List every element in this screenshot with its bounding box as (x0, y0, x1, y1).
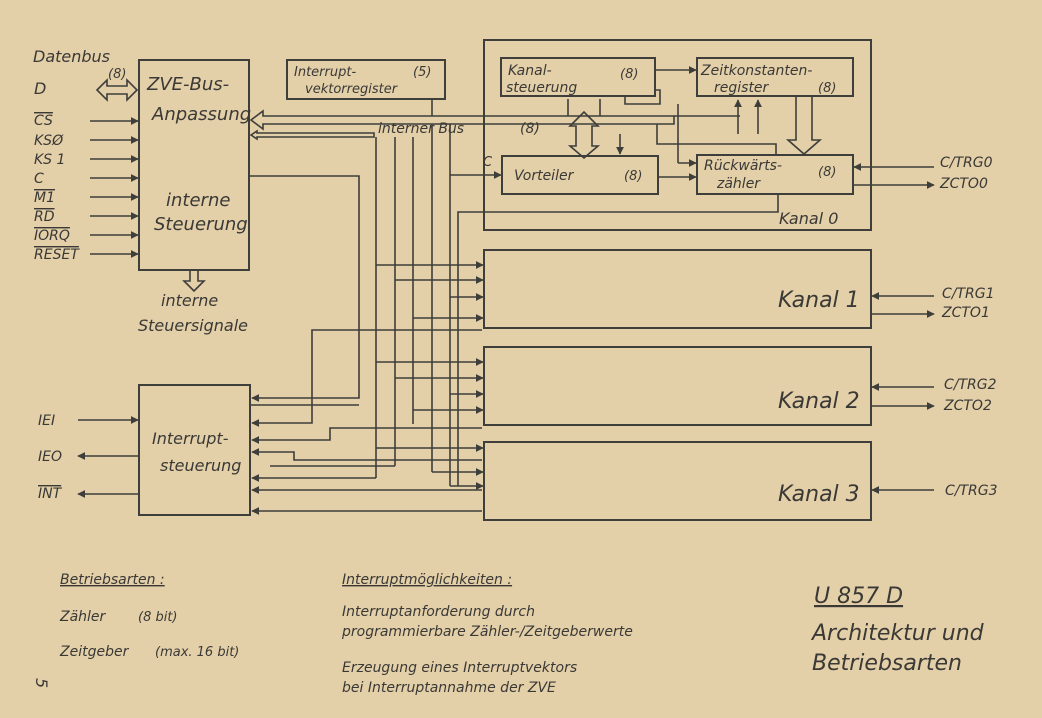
interrupts-section: Interruptmöglichkeiten : Interruptanford… (341, 572, 633, 696)
channel-2-label: Kanal 2 (778, 389, 860, 414)
channel-1-label: Kanal 1 (778, 288, 860, 313)
data-bus-double-arrow (95, 78, 139, 102)
internal-control-label: interne (166, 190, 230, 211)
control-signals-label-2: Steuersignale (138, 316, 248, 335)
channel-control-width: (8) (620, 67, 638, 82)
interrupt-control-title-2: steuerung (160, 456, 241, 475)
channel-2-block: Kanal 2 C/TRG2 ZCTO2 (483, 346, 997, 426)
time-constant-title: Zeitkonstanten- (700, 63, 812, 79)
interrupt-vector-register-block: Interrupt- vektorregister (5) (286, 59, 446, 100)
vector-register-width: (5) (413, 65, 431, 80)
interrupt-item-2: Erzeugung eines Interruptvektors (342, 660, 577, 676)
prescaler-label: Vorteiler (514, 168, 575, 184)
mode-timer: Zeitgeber (59, 644, 130, 660)
signal-ks1: KS 1 (34, 152, 65, 168)
cpu-input-signals: CS KSØ KS 1 C M1 RD IORQ RESET (34, 113, 139, 263)
mode-counter-bits: (8 bit) (138, 610, 178, 625)
cpu-bus-title-2: Anpassung (151, 104, 251, 125)
signal-reset: RESET (34, 247, 80, 263)
control-signals-arrow (182, 270, 206, 293)
channel-0-output-label: ZCTO0 (939, 176, 988, 192)
internal-bus-label: interner Bus (378, 121, 464, 137)
title-line-1: Architektur und (810, 621, 985, 646)
channel-control-box (500, 57, 656, 97)
data-bus-name: D (34, 79, 46, 98)
vector-register-title-2: vektorregister (305, 82, 399, 97)
channel-1-output-label: ZCTO1 (941, 305, 990, 321)
time-constant-title-2: register (714, 80, 770, 96)
interrupt-item-2-2: bei Interruptannahme der ZVE (342, 680, 556, 696)
time-constant-width: (8) (818, 81, 836, 96)
prescaler-width: (8) (624, 169, 642, 184)
channel-3-trigger-label: C/TRG3 (945, 483, 998, 499)
channel-2-trigger-label: C/TRG2 (944, 377, 997, 393)
down-counter-width: (8) (818, 165, 836, 180)
channel-0-trigger-label: C/TRG0 (940, 155, 993, 171)
channel-bus-wiring (250, 124, 484, 490)
channel-3-block: Kanal 3 C/TRG3 (483, 441, 998, 521)
data-bus: Datenbus (8) D (33, 47, 139, 102)
signal-m1: M1 (34, 190, 55, 206)
signal-iei: IEI (38, 413, 55, 429)
title-section: U 857 D Architektur und Betriebsarten (810, 584, 985, 676)
internal-bus-width: (8) (520, 121, 540, 137)
signal-ks0: KSØ (34, 133, 64, 149)
signal-rd: RD (34, 209, 55, 225)
signal-int: INT (38, 486, 63, 502)
down-counter-title: Rückwärts- (704, 158, 782, 174)
vector-register-title: Interrupt- (294, 65, 356, 80)
channel-2-output-label: ZCTO2 (943, 398, 992, 414)
channel-1-block: Kanal 1 C/TRG1 ZCTO1 (483, 249, 995, 329)
title-line-2: Betriebsarten (812, 651, 962, 676)
cpu-bus-interface-block: ZVE-Bus- Anpassung interne Steuerung (138, 59, 251, 271)
interrupt-item-1: Interruptanforderung durch (342, 604, 535, 620)
cpu-bus-title: ZVE-Bus- (146, 74, 229, 95)
interrupt-control-block: Interrupt- steuerung IEI IEO INT (38, 194, 779, 516)
down-counter-title-2: zähler (716, 176, 761, 192)
data-bus-width: (8) (108, 67, 126, 82)
channel-control-title-2: steuerung (506, 80, 577, 96)
channel-1-trigger-label: C/TRG1 (942, 286, 995, 302)
interrupt-control-title: Interrupt- (152, 429, 229, 448)
prescaler-box (501, 155, 659, 195)
prescaler-clock-label: C (483, 155, 493, 170)
mode-counter: Zähler (59, 609, 107, 625)
down-counter-box (696, 154, 854, 195)
mode-timer-bits: (max. 16 bit) (155, 645, 239, 660)
channel-0-label: Kanal 0 (779, 209, 838, 228)
channel-control-title: Kanal- (508, 63, 552, 79)
control-signals-label: interne (161, 291, 218, 310)
modes-section: Betriebsarten : Zähler (8 bit) Zeitgeber… (59, 572, 239, 660)
time-constant-register-box (696, 57, 854, 97)
data-bus-label: Datenbus (33, 47, 110, 66)
signal-c: C (34, 171, 44, 187)
internal-bus: interner Bus (8) (249, 99, 762, 160)
signal-ieo: IEO (38, 449, 62, 465)
interrupts-heading: Interruptmöglichkeiten : (342, 572, 512, 588)
chip-title: U 857 D (814, 584, 903, 609)
internal-control-signals: interne Steuersignale (138, 270, 248, 335)
internal-control-label-2: Steuerung (154, 214, 248, 235)
internal-bus-branch-arrow (567, 110, 601, 160)
signal-cs: CS (34, 113, 53, 129)
interrupt-item-1-2: programmierbare Zähler-/Zeitgeberwerte (341, 624, 633, 640)
signal-iorq: IORQ (34, 228, 70, 244)
channel-0-block: Kanal 0 Kanal- steuerung (8) Zeitkonstan… (478, 39, 993, 231)
channel-3-label: Kanal 3 (778, 482, 860, 507)
modes-heading: Betriebsarten : (60, 572, 165, 588)
page-number: 5 (32, 678, 51, 688)
